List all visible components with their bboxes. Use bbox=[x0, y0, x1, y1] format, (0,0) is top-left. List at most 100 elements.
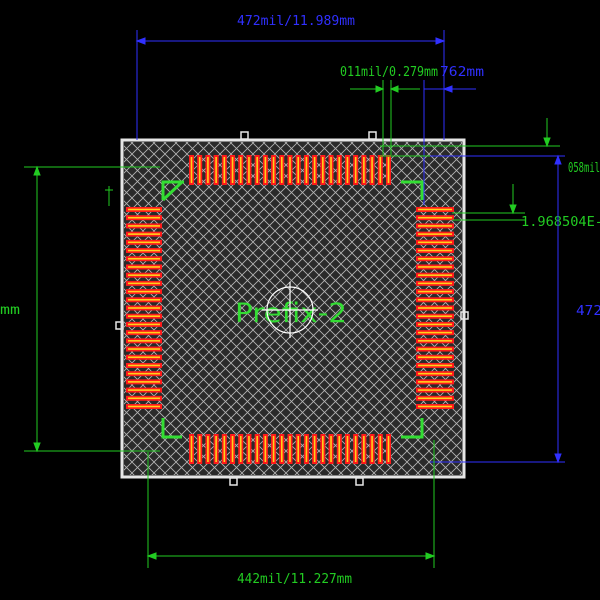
pad-stripe bbox=[418, 233, 452, 235]
pad-stripe bbox=[280, 157, 283, 183]
dimension-left-height[interactable] bbox=[24, 165, 160, 453]
pad-stripe bbox=[190, 436, 193, 462]
dimension-pad-pitch-label: 762mm bbox=[440, 65, 484, 80]
pad-stripe bbox=[379, 157, 382, 183]
pad-stripe bbox=[239, 436, 242, 462]
pad-stripe bbox=[248, 436, 250, 462]
dimension-pad-width[interactable] bbox=[350, 80, 420, 155]
pad-stripe bbox=[387, 157, 390, 183]
dimension-bottom-width[interactable] bbox=[146, 440, 436, 568]
pad-stripe bbox=[418, 282, 452, 285]
pad-stripe bbox=[346, 436, 349, 462]
pad-stripe bbox=[305, 436, 308, 462]
pad-stripe bbox=[418, 397, 452, 400]
pad-stripe bbox=[128, 307, 160, 309]
dimension-right-gap[interactable] bbox=[452, 184, 525, 221]
pad-stripe bbox=[256, 157, 258, 183]
pad-stripe bbox=[418, 307, 452, 309]
pad-stripe bbox=[198, 436, 201, 462]
pad-stripe bbox=[418, 241, 452, 244]
pad-stripe bbox=[418, 257, 452, 260]
pad-stripe bbox=[215, 436, 217, 462]
pad-stripe bbox=[330, 436, 332, 462]
pad-stripe bbox=[322, 157, 324, 183]
pad-stripe bbox=[418, 364, 452, 367]
dimension-right-height-label: 472 bbox=[576, 304, 600, 319]
pad-stripe bbox=[387, 436, 390, 462]
pad-stripe bbox=[128, 381, 160, 383]
pad-stripe bbox=[198, 157, 201, 183]
pad-stripe bbox=[207, 157, 209, 183]
dimension-pad-pitch[interactable] bbox=[423, 80, 476, 205]
pad-stripe bbox=[190, 157, 193, 183]
pad-stripe bbox=[418, 315, 452, 318]
silkscreen-outline bbox=[161, 180, 424, 439]
pad-stripe bbox=[128, 372, 160, 375]
pad-stripe bbox=[418, 298, 452, 301]
pad-stripe bbox=[272, 157, 275, 183]
pad-stripe bbox=[346, 157, 349, 183]
dimension-top-width[interactable] bbox=[135, 30, 446, 140]
dimension-right-offset-label: 058mil bbox=[568, 161, 600, 176]
pad-stripe bbox=[418, 331, 452, 334]
pad-stripe bbox=[418, 405, 452, 408]
pad-stripe bbox=[289, 157, 291, 183]
pad-stripe bbox=[128, 216, 160, 219]
pad-stripe bbox=[371, 436, 373, 462]
pad-stripe bbox=[371, 157, 373, 183]
pad-stripe bbox=[297, 157, 300, 183]
pad-stripe bbox=[128, 315, 160, 318]
pad-stripe bbox=[231, 157, 234, 183]
pad-group bbox=[126, 155, 454, 464]
pad-stripe bbox=[418, 348, 452, 350]
pad-stripe bbox=[223, 436, 226, 462]
pad-stripe bbox=[313, 157, 316, 183]
pad-stripe bbox=[418, 381, 452, 383]
pad-stripe bbox=[418, 266, 452, 268]
dimension-right-gap-label: 1.968504E- bbox=[521, 215, 600, 230]
pad-stripe bbox=[418, 356, 452, 359]
component-designator: Prefix-2 bbox=[235, 298, 347, 329]
pad-stripe bbox=[128, 225, 160, 227]
pad-stripe bbox=[418, 274, 452, 276]
pad-stripe bbox=[418, 290, 452, 293]
pad-stripe bbox=[128, 348, 160, 350]
pad-stripe bbox=[128, 233, 160, 235]
pad-stripe bbox=[128, 274, 160, 276]
pad-stripe bbox=[289, 436, 291, 462]
dimension-pad-width-label: 011mil/0.279mm bbox=[340, 65, 438, 80]
pad-stripe bbox=[264, 157, 267, 183]
pad-stripe bbox=[128, 323, 160, 326]
origin-crosshair-icon[interactable] bbox=[262, 282, 318, 338]
pad-stripe bbox=[128, 405, 160, 408]
pad-stripe bbox=[418, 372, 452, 375]
dimension-right-height[interactable] bbox=[430, 154, 565, 464]
pad-stripe bbox=[128, 340, 160, 342]
outline-markers bbox=[115, 131, 469, 486]
pad-stripe bbox=[128, 208, 160, 211]
pad-stripe bbox=[128, 290, 160, 293]
pad-stripe bbox=[363, 436, 365, 462]
pad-stripe bbox=[128, 249, 160, 252]
pad-stripe bbox=[418, 216, 452, 219]
pad-stripe bbox=[418, 323, 452, 326]
pad-stripe bbox=[128, 397, 160, 400]
pad-stripe bbox=[207, 436, 209, 462]
pad-stripe bbox=[128, 282, 160, 285]
pad-stripe bbox=[248, 157, 250, 183]
pad-stripe bbox=[354, 436, 357, 462]
pad-stripe bbox=[128, 298, 160, 301]
pad-stripe bbox=[418, 389, 452, 391]
pad-stripe bbox=[322, 436, 324, 462]
dimension-left-height-label: mm bbox=[0, 303, 20, 318]
pad-stripe bbox=[305, 157, 308, 183]
pad-stripe bbox=[231, 436, 234, 462]
pad-stripe bbox=[418, 249, 452, 252]
pad-stripe bbox=[239, 157, 242, 183]
pad-stripe bbox=[418, 340, 452, 342]
pad-stripe bbox=[128, 389, 160, 391]
pad-stripe bbox=[128, 241, 160, 244]
pad-stripe bbox=[418, 208, 452, 211]
pad-stripe bbox=[280, 436, 283, 462]
